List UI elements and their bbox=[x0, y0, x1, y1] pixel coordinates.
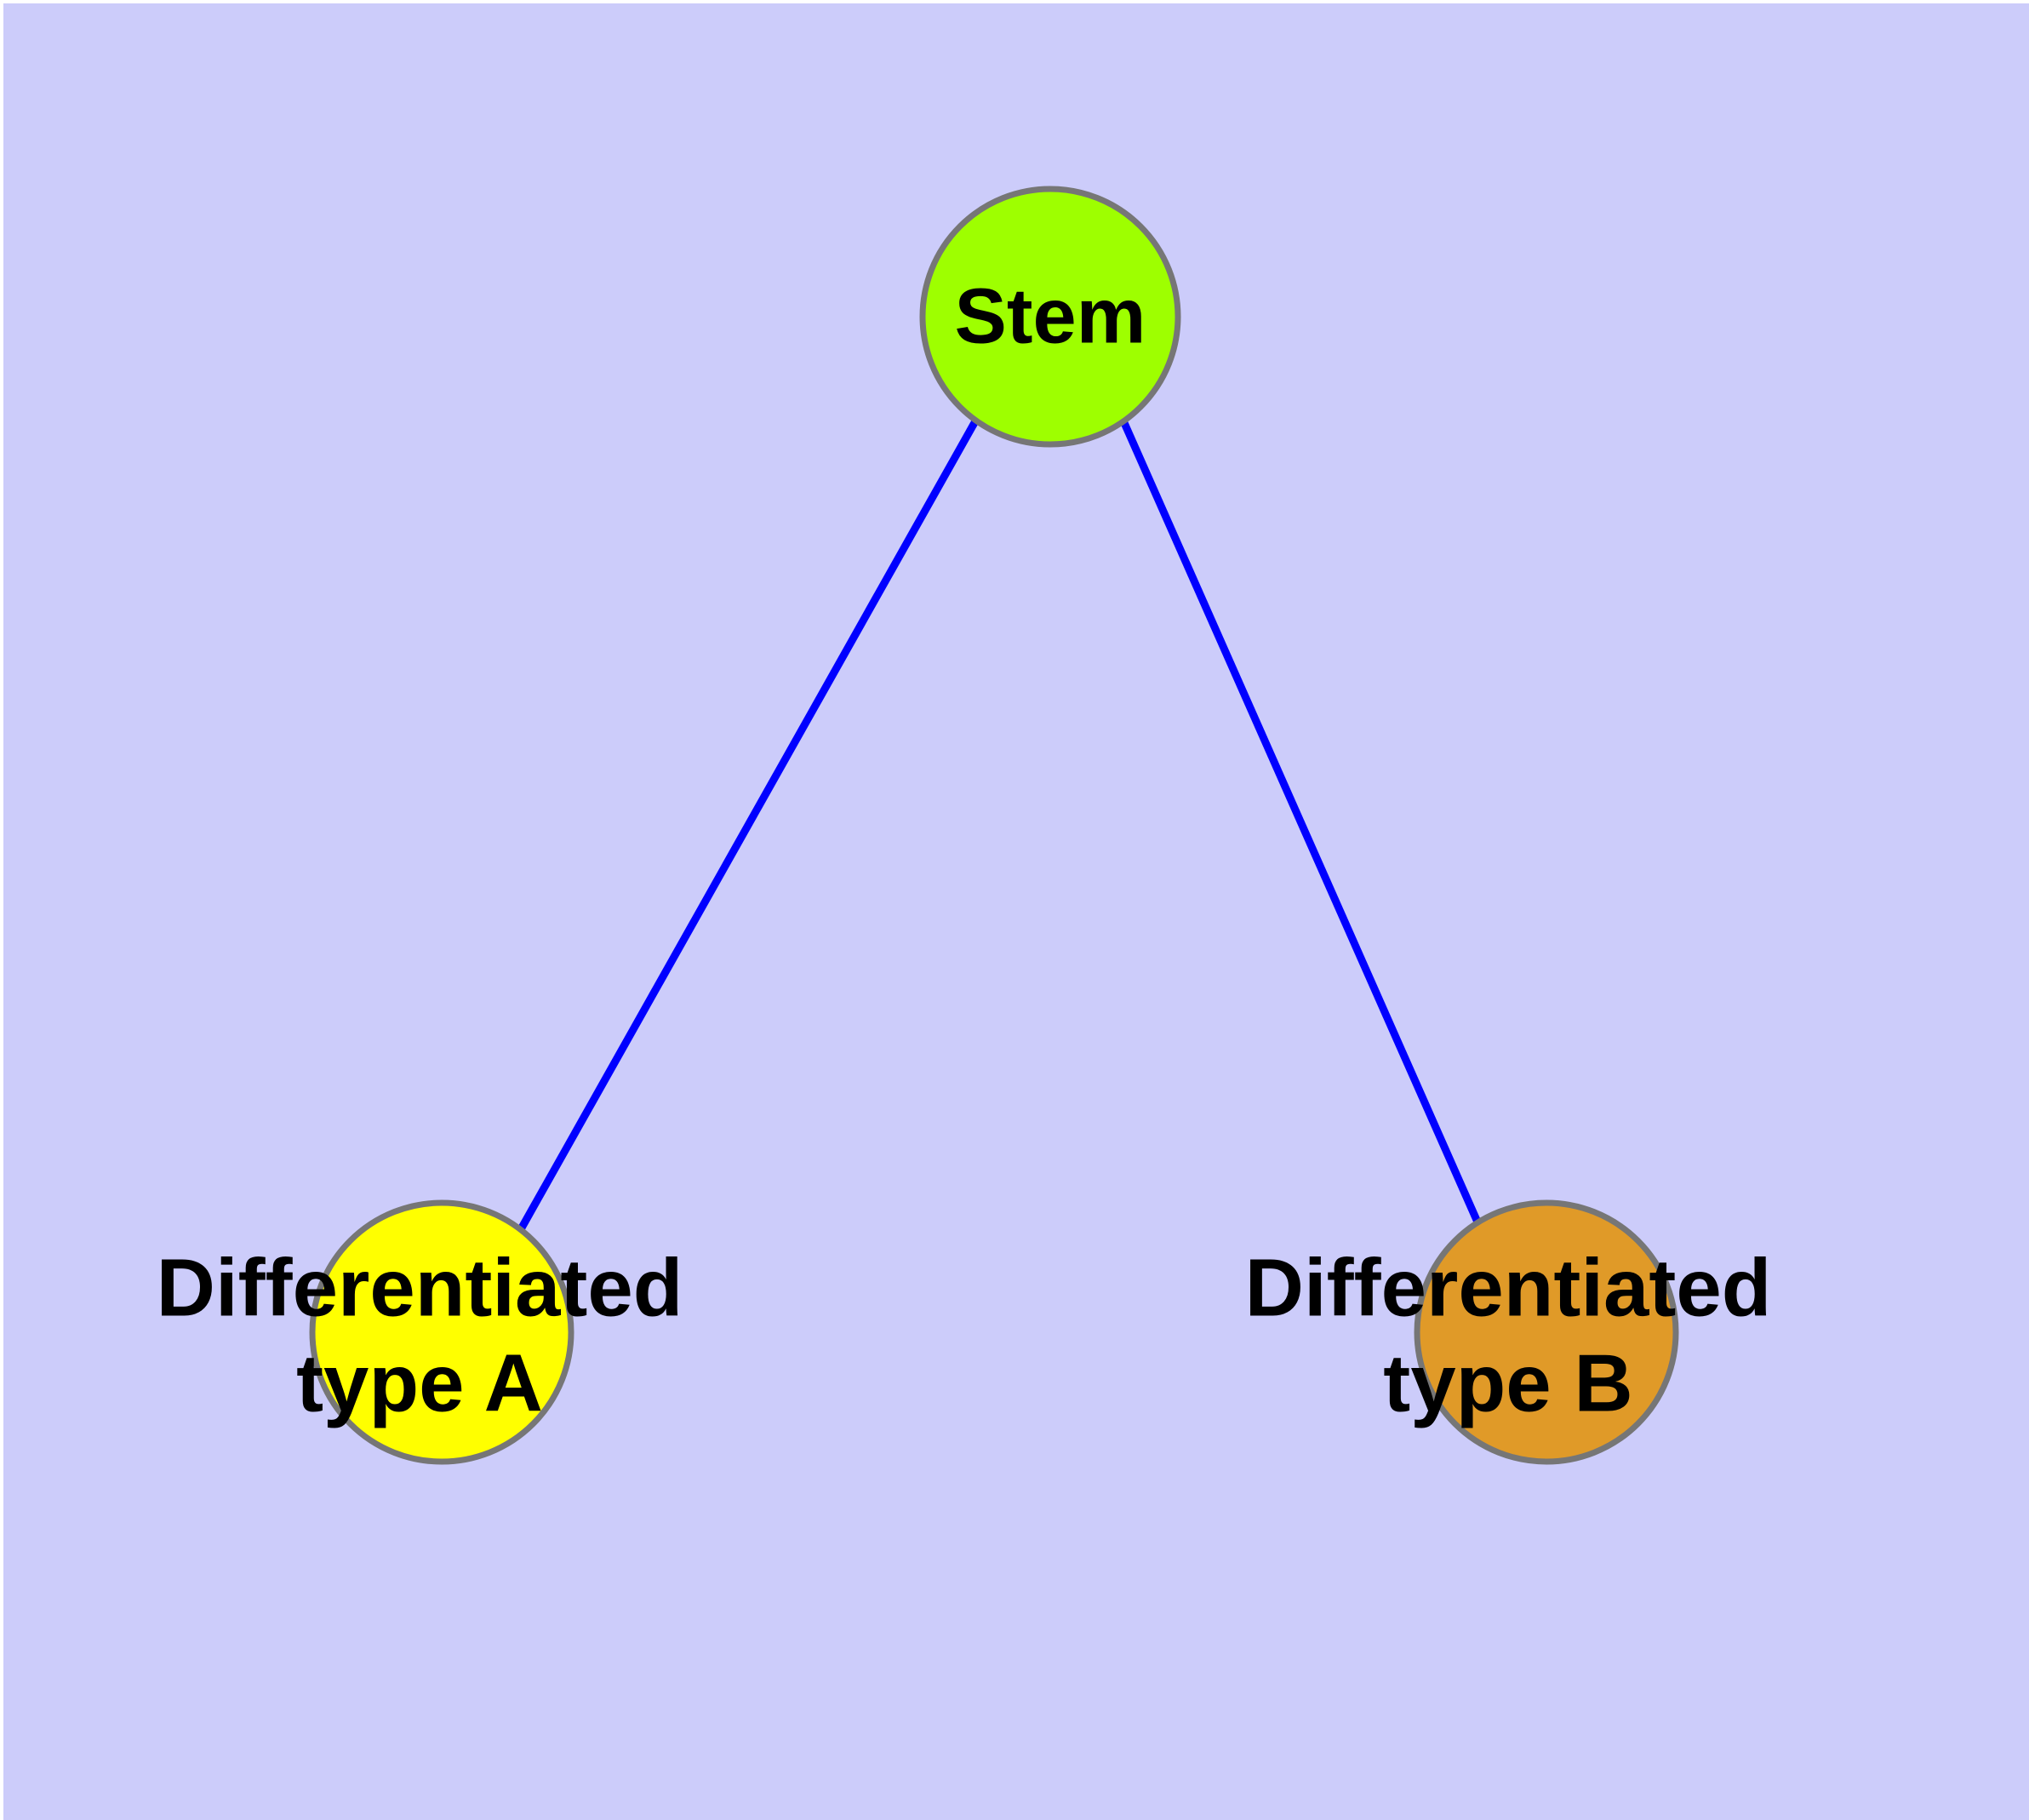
node-differentiated-type-b-circle[interactable] bbox=[1414, 1199, 1679, 1465]
node-differentiated-type-a-circle[interactable] bbox=[309, 1199, 574, 1465]
node-differentiated-type-a-label-line2: type A bbox=[296, 1337, 543, 1428]
node-differentiated-type-b-label-group: Differentiated type B bbox=[1245, 1242, 1772, 1428]
edge-group bbox=[517, 415, 1483, 1232]
node-differentiated-type-b[interactable] bbox=[1414, 1199, 1679, 1465]
node-differentiated-type-b-label-line2: type B bbox=[1383, 1337, 1632, 1428]
node-stem-circle[interactable] bbox=[919, 186, 1181, 448]
node-differentiated-type-b-label-line1: Differentiated bbox=[1245, 1242, 1772, 1333]
edge-stem-to-differentiated-type-b[interactable] bbox=[1117, 415, 1483, 1228]
node-differentiated-type-a[interactable] bbox=[309, 1199, 574, 1465]
edge-stem-to-differentiated-type-a[interactable] bbox=[517, 417, 980, 1232]
node-differentiated-type-a-label-group: Differentiated type A bbox=[157, 1242, 683, 1428]
node-stem-label: Stem bbox=[955, 272, 1146, 359]
node-stem[interactable]: Stem bbox=[919, 186, 1181, 448]
node-differentiated-type-a-label-line1: Differentiated bbox=[157, 1242, 683, 1333]
